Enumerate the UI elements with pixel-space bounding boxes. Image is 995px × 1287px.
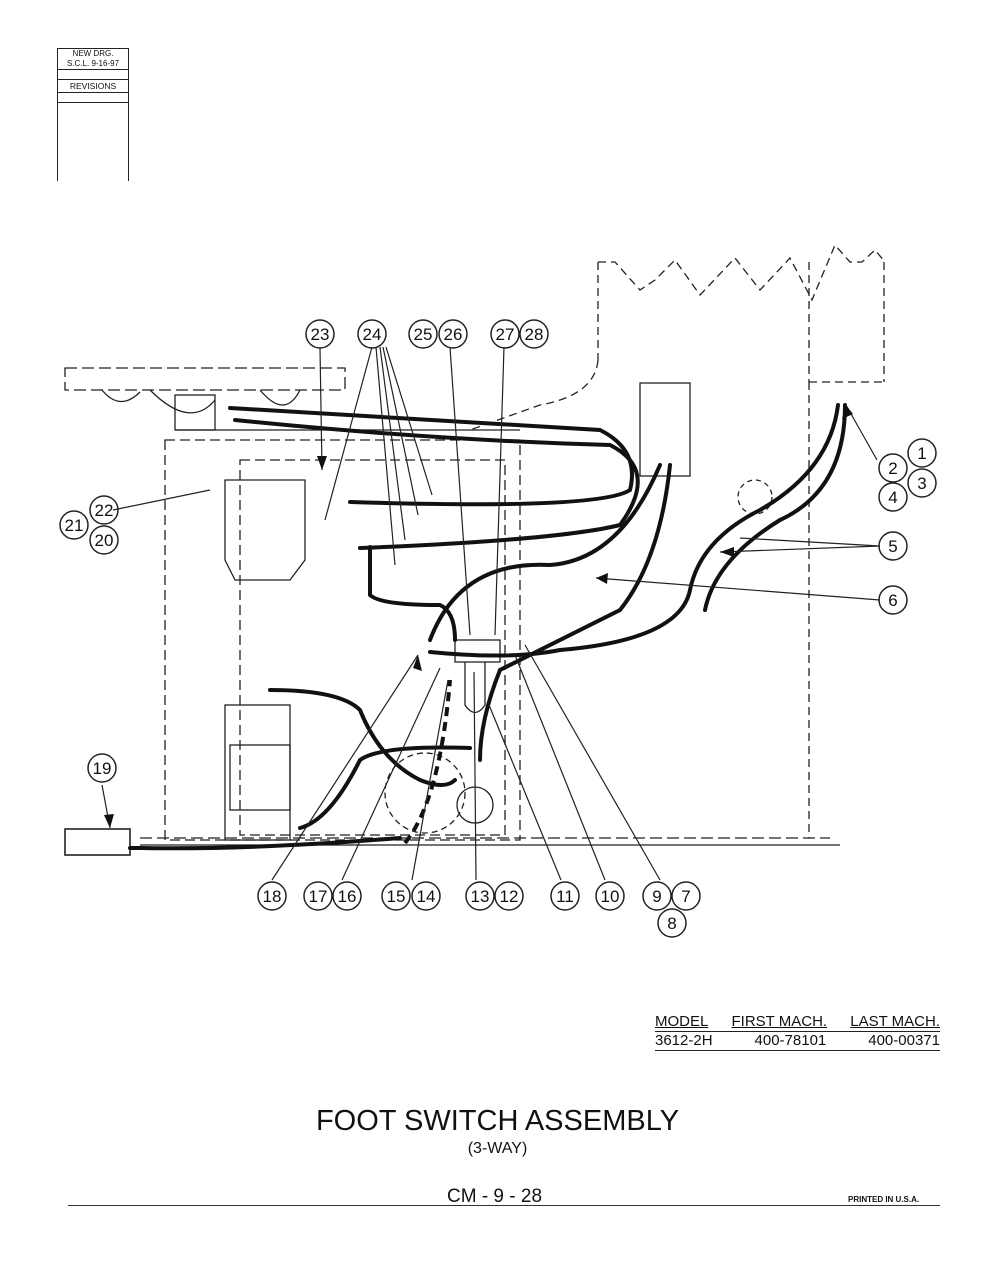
callout-8: 8 [667, 914, 676, 933]
printed-in-usa: PRINTED IN U.S.A. [848, 1195, 920, 1204]
callout-25: 25 [414, 325, 433, 344]
callout-9: 9 [652, 887, 661, 906]
callout-11: 11 [556, 887, 574, 906]
drawing-subtitle: (3-WAY) [467, 1140, 528, 1157]
leader-lines [101, 346, 881, 881]
callout-labels: 1 2 3 4 5 6 7 8 9 10 11 12 13 14 15 16 1… [65, 325, 927, 933]
model-table: MODEL FIRST MACH. LAST MACH. 3612-2H 400… [655, 1013, 940, 1051]
callout-22: 22 [95, 501, 114, 520]
model-table-row: 3612-2H 400-78101 400-00371 [655, 1032, 940, 1051]
callout-20: 20 [95, 531, 114, 550]
page-number: CM - 9 - 28 [447, 1186, 543, 1207]
callout-15: 15 [387, 887, 406, 906]
revision-new-drawing: NEW DRG. [72, 49, 114, 58]
callout-18: 18 [263, 887, 282, 906]
header-last-mach: LAST MACH. [850, 1013, 940, 1030]
callout-27: 27 [496, 325, 515, 344]
arrow-heads [104, 405, 853, 828]
cell-last-mach: 400-00371 [868, 1032, 940, 1049]
revisions-label: REVISIONS [58, 80, 128, 93]
revision-divider [58, 70, 128, 80]
callout-2: 2 [888, 459, 897, 478]
callout-6: 6 [888, 591, 897, 610]
footer-rule [68, 1205, 940, 1206]
cell-model: 3612-2H [655, 1032, 713, 1049]
revision-initials-date: S.C.L. 9-16-97 [66, 59, 120, 68]
callout-23: 23 [311, 325, 330, 344]
callout-7: 7 [681, 887, 690, 906]
revision-header: NEW DRG. S.C.L. 9-16-97 [58, 49, 128, 70]
revision-block: NEW DRG. S.C.L. 9-16-97 REVISIONS [57, 48, 129, 181]
callout-24: 24 [363, 325, 382, 344]
callout-12: 12 [500, 887, 519, 906]
callout-28: 28 [525, 325, 544, 344]
header-first-mach: FIRST MACH. [731, 1013, 828, 1030]
callout-5: 5 [888, 537, 897, 556]
callout-14: 14 [417, 887, 436, 906]
callout-13: 13 [471, 887, 490, 906]
header-model: MODEL [655, 1013, 709, 1030]
callout-26: 26 [444, 325, 463, 344]
callout-19: 19 [93, 759, 112, 778]
cell-first-mach: 400-78101 [754, 1032, 827, 1049]
hose-lines [128, 403, 847, 851]
callout-1: 1 [917, 444, 926, 463]
callout-3: 3 [917, 474, 926, 493]
hidden-hose [403, 679, 452, 845]
callout-21: 21 [65, 516, 84, 535]
callout-16: 16 [338, 887, 357, 906]
callout-4: 4 [888, 488, 897, 507]
callout-17: 17 [309, 887, 328, 906]
callout-10: 10 [601, 887, 620, 906]
revision-divider-2 [58, 93, 128, 103]
callout-circles [59, 319, 937, 938]
drawing-title: FOOT SWITCH ASSEMBLY [315, 1105, 680, 1137]
model-table-header: MODEL FIRST MACH. LAST MACH. [655, 1013, 940, 1032]
